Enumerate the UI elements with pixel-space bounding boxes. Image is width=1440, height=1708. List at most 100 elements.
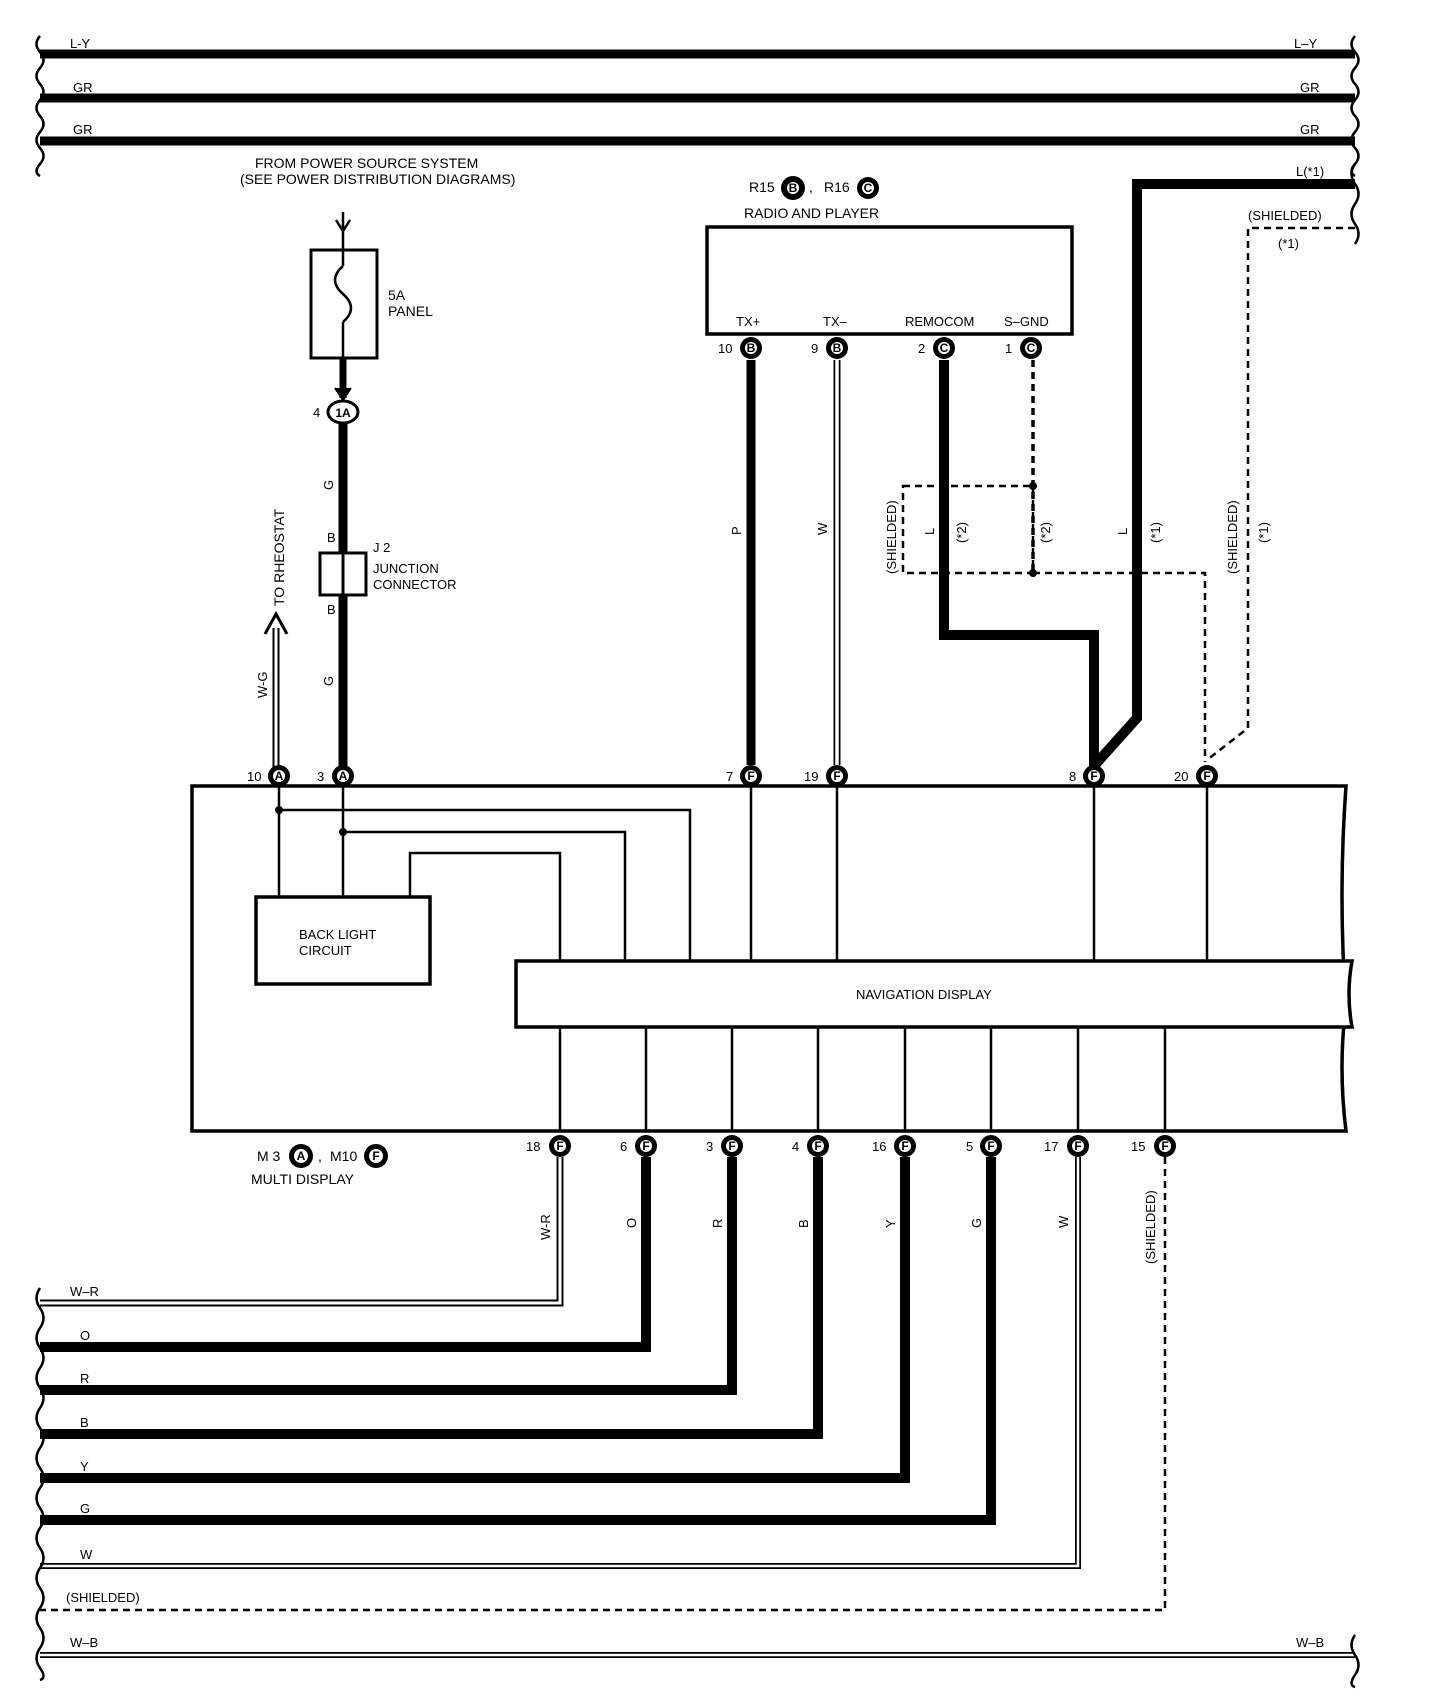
radio-pin-10-code: B (747, 341, 756, 355)
bus-label-gr-1: GR (73, 80, 93, 95)
shield-2-junction-icon (1029, 482, 1037, 490)
navigation-display-box (514, 959, 1355, 1029)
wavy-break-bottom-right (1350, 1634, 1360, 1689)
bottom-pin-6-num: 6 (620, 1139, 627, 1154)
bottom-pin-5-code: F (987, 1139, 994, 1153)
bottom-pin-4-code: F (814, 1139, 821, 1153)
g-wire-upper-label: G (321, 480, 336, 490)
multi-conn-sep: , (318, 1148, 322, 1164)
bottom-pin-15-code: F (1161, 1139, 1168, 1153)
bottom-pin-15-icon-inner (1159, 1140, 1171, 1152)
right-l-star1: L(*1) (1296, 164, 1324, 179)
bus-bottom-o: O (80, 1328, 90, 1343)
radio-terminal-remocom: REMOCOM (905, 314, 974, 329)
bus-bottom-r: R (80, 1371, 89, 1386)
bottom-pin-3-icon-inner (726, 1140, 738, 1152)
rheostat-branch: TO RHEOSTAT W-G (255, 508, 289, 770)
top-pin-10-num: 10 (247, 769, 261, 784)
backlight-label-2: CIRCUIT (299, 943, 352, 958)
wire-l2-label: L (922, 528, 937, 535)
radio-conn-b-id: R16 (824, 179, 850, 195)
top-pin-19-icon-inner (831, 770, 843, 782)
wire-wr-vlabel: W-R (538, 1214, 553, 1240)
right-star1: (*1) (1278, 236, 1299, 251)
wire-shielded-vlabel: (SHIELDED) (1143, 1190, 1158, 1264)
wire-r-vlabel: R (710, 1219, 725, 1228)
top-pin-19-code: F (833, 769, 840, 783)
bottom-pin-4-icon-inner (812, 1140, 824, 1152)
bottom-pin-5-num: 5 (966, 1139, 973, 1154)
multi-conn-b-icon-inner (369, 1149, 383, 1163)
top-pin-7-icon-inner (745, 770, 757, 782)
top-pin-3-code: A (339, 769, 348, 783)
radio-pin-9-icon-inner (831, 342, 843, 354)
multi-display-title: MULTI DISPLAY (251, 1171, 355, 1187)
bottom-pin-16-num: 16 (872, 1139, 886, 1154)
shield-1-path (1033, 571, 1207, 762)
top-pin-20-icon-inner (1201, 770, 1213, 782)
bus-bottom-wr: W–R (70, 1284, 99, 1299)
radio-pin-9: 9 (811, 341, 818, 356)
bottom-wires: W-R O R B Y G W (SHIELDED) W–R O R B Y G… (35, 1157, 1360, 1689)
wire-star1-b: (*1) (1256, 522, 1271, 543)
fuse-name: PANEL (388, 303, 433, 319)
bottom-pin-17-code: F (1074, 1139, 1081, 1153)
top-pin-19-num: 19 (804, 769, 818, 784)
mid-wires: P W (SHIELDED) L (*2) (*2) L (*1) (SHIEL… (729, 163, 1360, 770)
wire-shielded (40, 1157, 1167, 1612)
g-wire-lower-label: G (321, 676, 336, 686)
top-pin-3-num: 3 (317, 769, 324, 784)
multi-conn-a-id: M 3 (257, 1148, 281, 1164)
radio-pin-2: 2 (918, 341, 925, 356)
radio-box (705, 225, 1074, 336)
top-pin-8-num: 8 (1069, 769, 1076, 784)
right-shielded: (SHIELDED) (1248, 208, 1322, 223)
wire-l1-label: L (1115, 528, 1130, 535)
bottom-pin-3-code: F (728, 1139, 735, 1153)
power-source: FROM POWER SOURCE SYSTEM (SEE POWER DIST… (240, 155, 515, 766)
wire-b-vlabel: B (796, 1219, 811, 1228)
wg-wire-label: W-G (255, 672, 270, 698)
junction-pin-bottom: B (327, 602, 336, 617)
bus-bottom-y: Y (80, 1459, 89, 1474)
wire-star1-a: (*1) (1148, 522, 1163, 543)
wavy-break-left (35, 35, 45, 178)
radio-pin-9-code: B (833, 341, 842, 355)
wire-l-remocom (939, 360, 1099, 766)
wire-g (40, 1157, 996, 1525)
bus-bottom-b: B (80, 1415, 89, 1430)
wire-r (40, 1157, 737, 1395)
bottom-pin-17-icon-inner (1072, 1140, 1084, 1152)
internal-wiring (277, 787, 1209, 1131)
backlight-label-1: BACK LIGHT (299, 927, 376, 942)
bus-bottom-wb-right: W–B (1296, 1635, 1324, 1650)
wire-o (40, 1157, 651, 1352)
multi-conn-b-code: F (372, 1149, 379, 1163)
wire-o-vlabel: O (624, 1218, 639, 1228)
radio-conn-sep: , (809, 179, 813, 195)
wire-p-label: P (729, 526, 744, 535)
power-distribution-label: (SEE POWER DISTRIBUTION DIAGRAMS) (240, 171, 515, 187)
fuse-icon (333, 265, 353, 323)
wire-w-inner-bottom (40, 1157, 1080, 1568)
radio-terminal-sgnd: S–GND (1004, 314, 1049, 329)
bus-bottom-wb: W–B (70, 1635, 98, 1650)
bottom-pin-6-icon-inner (640, 1140, 652, 1152)
bus-bottom-shielded: (SHIELDED) (66, 1590, 140, 1605)
top-pin-3-icon-inner (337, 770, 349, 782)
wire-y (40, 1157, 910, 1483)
shielded-right-label: (SHIELDED) (1225, 500, 1240, 574)
bottom-pin-4-num: 4 (792, 1139, 799, 1154)
splice-2-icon (339, 828, 347, 836)
top-pin-8-icon-inner (1088, 770, 1100, 782)
bottom-pin-5-icon-inner (985, 1140, 997, 1152)
top-pin-20-num: 20 (1174, 769, 1188, 784)
radio-conn-b-code: C (864, 181, 873, 195)
bus-bottom-g: G (80, 1501, 90, 1516)
output-arrow-icon (334, 387, 352, 402)
radio-pin-10: 10 (718, 341, 732, 356)
radio-title: RADIO AND PLAYER (744, 205, 879, 221)
junction-label-2: CONNECTOR (373, 577, 457, 592)
top-pin-7-num: 7 (726, 769, 733, 784)
